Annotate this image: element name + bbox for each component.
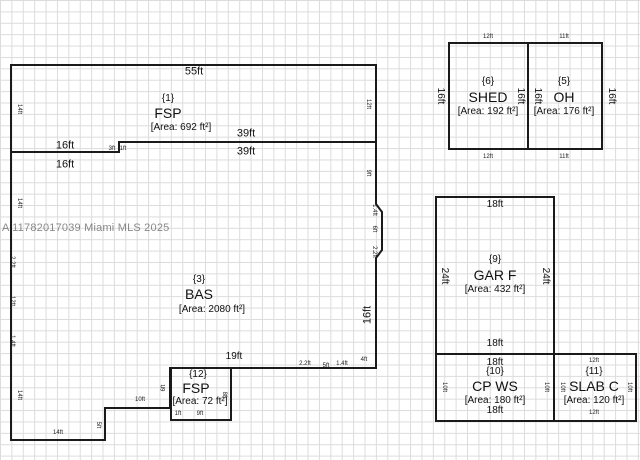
- dim-bas-right-9ft: 9ft: [365, 169, 371, 177]
- dim-fsp-step-1ft: 1ft: [119, 146, 127, 152]
- dim-bas-right-1-4ft: 1.4ft: [371, 204, 377, 216]
- dim-cp-bottom-18ft: 18ft: [486, 405, 504, 416]
- dim-gar-left-24ft: 24ft: [439, 267, 450, 285]
- dim-shed-left-16ft: 16ft: [435, 87, 446, 105]
- dim-oh-bottom-11ft: 11ft: [559, 154, 569, 160]
- dim-bas-bottom-2-2ft: 2.2ft: [299, 361, 311, 367]
- cp-name: CP WS: [472, 378, 518, 394]
- fsp-top-area: [Area: 692 ft²]: [150, 122, 212, 133]
- dim-slab-left-10ft: 10ft: [559, 381, 565, 393]
- dim-slab-top-12ft: 12ft: [588, 358, 600, 364]
- dim-bas-step-6ft: 6ft: [161, 384, 167, 392]
- cp-id: {10}: [486, 366, 504, 377]
- dim-bas-bottom-14ft: 14ft: [52, 430, 64, 436]
- bas-area: [Area: 2080 ft²]: [178, 304, 246, 315]
- dim-shed-top-12ft: 12ft: [482, 34, 494, 40]
- dim-top-55ft: 55ft: [184, 65, 204, 78]
- gar-id: {9}: [488, 254, 502, 265]
- slab-outline: [553, 353, 637, 422]
- dim-gar-right-24ft: 24ft: [540, 267, 551, 285]
- dim-fsp-small-9ft: 9ft: [196, 411, 204, 417]
- dim-fsp-left-14ft: 14ft: [16, 103, 22, 115]
- dim-shed-bottom-12ft: 12ft: [482, 154, 494, 160]
- slab-id: {11}: [585, 366, 603, 377]
- dim-fsp-small-8ft: 8ft: [221, 391, 227, 399]
- fsp-top-id: {1}: [161, 93, 175, 104]
- dim-fsp-inner-16ft: 16ft: [55, 139, 75, 152]
- bas-name: BAS: [184, 286, 214, 302]
- dim-bas-step-5ft: 5ft: [95, 421, 101, 429]
- oh-outline: [527, 42, 603, 150]
- dim-bas-left-2-2ft: 2.2ft: [9, 256, 15, 268]
- slab-area: [Area: 120 ft²]: [563, 395, 625, 406]
- oh-id: {5}: [557, 76, 571, 87]
- dim-bas-top-16ft: 16ft: [55, 158, 75, 171]
- dim-fsp-inner-39ft: 39ft: [236, 127, 256, 140]
- dim-fsp-right-12ft: 12ft: [365, 98, 371, 110]
- dim-oh-right-16ft: 16ft: [606, 87, 617, 105]
- dim-fsp-small-1ft: 1ft: [174, 411, 182, 417]
- dim-bas-bottom-4ft: 4ft: [360, 357, 368, 363]
- dim-oh-top-11ft: 11ft: [559, 34, 569, 40]
- shed-id: {6}: [481, 76, 495, 87]
- shed-name: SHED: [468, 89, 508, 105]
- fsp-top-name: FSP: [154, 105, 182, 121]
- bas-outline: [10, 142, 383, 441]
- dim-bas-top-39ft: 39ft: [236, 145, 256, 158]
- slab-name: SLAB C: [569, 378, 619, 394]
- dim-bas-left-12ft: 12ft: [9, 295, 15, 307]
- dim-bas-left-14ft: 14ft: [16, 197, 22, 209]
- cp-area: [Area: 180 ft²]: [464, 395, 526, 406]
- dim-fsp-step-3ft: 3ft: [108, 146, 116, 152]
- dim-gar-top-18ft: 18ft: [486, 199, 504, 210]
- dim-slab-bottom-12ft: 12ft: [588, 410, 600, 416]
- dim-gar-bottom-18ft: 18ft: [486, 338, 504, 349]
- dim-oh-left-16ft: 16ft: [532, 87, 543, 105]
- dim-bas-bottom-19ft: 19ft: [225, 351, 243, 362]
- oh-area: [Area: 176 ft²]: [533, 106, 595, 117]
- dim-cp-right-10ft: 10ft: [543, 381, 549, 393]
- dim-shed-right-16ft: 16ft: [515, 87, 526, 105]
- shed-area: [Area: 192 ft²]: [457, 106, 519, 117]
- dim-cp-left-10ft: 10ft: [441, 381, 447, 393]
- bas-id: {3}: [192, 274, 206, 285]
- dim-bas-right-2-2ft: 2.2ft: [371, 246, 377, 258]
- fsp-small-name: FSP: [182, 380, 210, 396]
- dim-slab-right-10ft: 10ft: [626, 381, 632, 393]
- dim-bas-right-6ft: 6ft: [371, 225, 377, 233]
- dim-bas-bottom-10ft: 10ft: [134, 397, 146, 403]
- fsp-small-area: [Area: 72 ft²]: [172, 396, 228, 407]
- dim-cp-top-18ft: 18ft: [486, 357, 504, 368]
- watermark: A 11782017039 Miami MLS 2025: [2, 222, 170, 234]
- gar-area: [Area: 432 ft²]: [464, 284, 526, 295]
- fsp-small-outline: [170, 367, 232, 421]
- dim-bas-bottom-5ft: 5ft: [322, 363, 330, 369]
- fsp-small-id: {12}: [189, 369, 207, 380]
- dim-bas-right-16ft: 16ft: [361, 305, 374, 325]
- dim-bas-left-1-4ft: 1.4ft: [9, 335, 15, 347]
- oh-name: OH: [553, 89, 575, 105]
- dim-bas-bottom-1-4ft: 1.4ft: [336, 361, 348, 367]
- dim-bas-left-14ft-lower: 14ft: [16, 389, 22, 401]
- gar-name: GAR F: [473, 267, 517, 283]
